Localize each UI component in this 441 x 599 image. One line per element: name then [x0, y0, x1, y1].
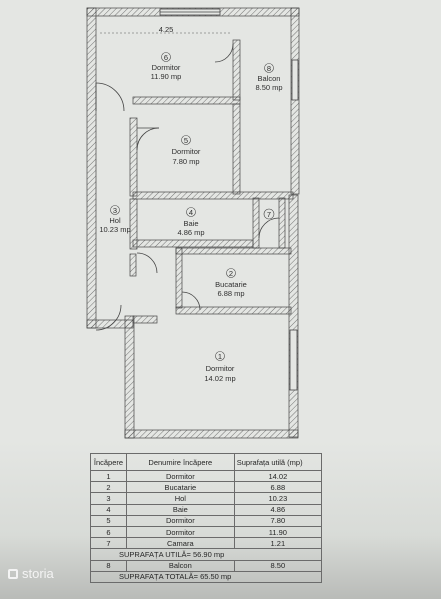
header-room-number: Încăpere [90, 453, 127, 471]
room-1-name: Dormitor [206, 364, 235, 373]
total-row: SUPRAFAȚA TOTALĂ= 65.50 mp [90, 570, 322, 583]
cell-number: 8 [90, 559, 127, 572]
header-room-name: Denumire încăpere [125, 453, 235, 471]
room-8-number: 8 [267, 64, 271, 73]
total-area: SUPRAFAȚA TOTALĂ= 65.50 mp [90, 570, 322, 583]
brand-name: storia [22, 566, 54, 581]
room-5-area: 7.80 mp [172, 157, 199, 166]
table-row: 7 Camara 1.21 [90, 537, 323, 550]
cell-number: 4 [90, 503, 127, 516]
doors [95, 43, 280, 331]
storia-watermark: storia [8, 566, 54, 581]
room-4: 4 Baie 4.86 mp [177, 207, 205, 237]
room-6: 6 Dormitor 11.90 mp [151, 52, 182, 81]
table-row: 3 Hol 10.23 [90, 492, 323, 505]
room-3-name: Hol [109, 216, 121, 225]
cell-area: 6.88 [233, 481, 323, 494]
cell-name: Balcon [125, 559, 235, 572]
cell-name: Dormitor [125, 525, 235, 539]
table-row: 2 Bucatarie 6.88 [90, 481, 323, 494]
room-2: 2 Bucatarie 6.88 mp [215, 268, 247, 298]
table-row: 4 Baie 4.86 [90, 503, 323, 516]
total-useful-row: SUPRAFAȚA UTILĂ= 56.90 mp [90, 548, 322, 561]
cell-area: 8.50 [233, 559, 323, 572]
cell-number: 7 [90, 537, 127, 550]
cell-name: Bucatarie [125, 481, 235, 494]
cell-area: 14.02 [233, 469, 323, 483]
cell-number: 1 [90, 469, 127, 483]
cell-number: 2 [90, 481, 127, 494]
windows [159, 8, 299, 391]
room-4-name: Baie [183, 219, 198, 228]
dimension-label: 4.25 [159, 25, 174, 34]
room-2-name: Bucatarie [215, 280, 247, 289]
room-8-name: Balcon [258, 74, 281, 83]
table-row: 6 Dormitor 11.90 [90, 525, 323, 539]
header-useful-area: Suprafața utilă (mp) [233, 453, 323, 471]
room-8-area: 8.50 mp [255, 83, 282, 92]
cell-name: Baie [125, 503, 235, 516]
room-area-table: Încăpere Denumire încăpere Suprafața uti… [90, 453, 323, 583]
room-5: 5 Dormitor 7.80 mp [172, 135, 201, 166]
cell-area: 11.90 [233, 525, 323, 539]
room-1-area: 14.02 mp [204, 374, 235, 383]
room-3: 3 Hol 10.23 mp [99, 205, 131, 234]
cell-area: 4.86 [233, 503, 323, 516]
room-5-name: Dormitor [172, 147, 201, 156]
cell-number: 6 [90, 525, 127, 539]
cell-area: 7.80 [233, 514, 323, 527]
cell-number: 5 [90, 514, 127, 527]
room-3-area: 10.23 mp [99, 225, 130, 234]
floor-plan: 4.25 6 Dormitor 11.90 mp 8 Balcon 8.50 m… [86, 7, 300, 439]
cell-number: 3 [90, 492, 127, 505]
room-3-number: 3 [113, 206, 117, 215]
table-row: 1 Dormitor 14.02 [90, 469, 323, 483]
room-7-number: 7 [267, 210, 271, 219]
cell-area: 10.23 [233, 492, 323, 505]
cell-name: Camara [125, 537, 235, 550]
room-4-number: 4 [189, 208, 193, 217]
cell-name: Dormitor [125, 469, 235, 483]
cell-name: Dormitor [125, 514, 235, 527]
room-8: 8 Balcon 8.50 mp [255, 63, 283, 92]
cell-area: 1.21 [233, 537, 323, 550]
room-2-number: 2 [229, 269, 233, 278]
storia-logo-icon [8, 568, 18, 579]
room-7: 7 [263, 208, 275, 220]
total-useful-area: SUPRAFAȚA UTILĂ= 56.90 mp [90, 548, 322, 561]
table-row: 5 Dormitor 7.80 [90, 514, 323, 527]
room-5-number: 5 [184, 136, 188, 145]
room-1-number: 1 [218, 352, 222, 361]
room-4-area: 4.86 mp [177, 228, 204, 237]
table-header-row: Încăpere Denumire încăpere Suprafața uti… [90, 453, 323, 471]
room-1: 1 Dormitor 14.02 mp [204, 351, 236, 383]
room-6-area: 11.90 mp [151, 72, 182, 81]
room-2-area: 6.88 mp [217, 289, 244, 298]
table-row: 8 Balcon 8.50 [90, 559, 323, 572]
cell-name: Hol [125, 492, 235, 505]
room-6-name: Dormitor [152, 63, 181, 72]
room-6-number: 6 [164, 53, 168, 62]
